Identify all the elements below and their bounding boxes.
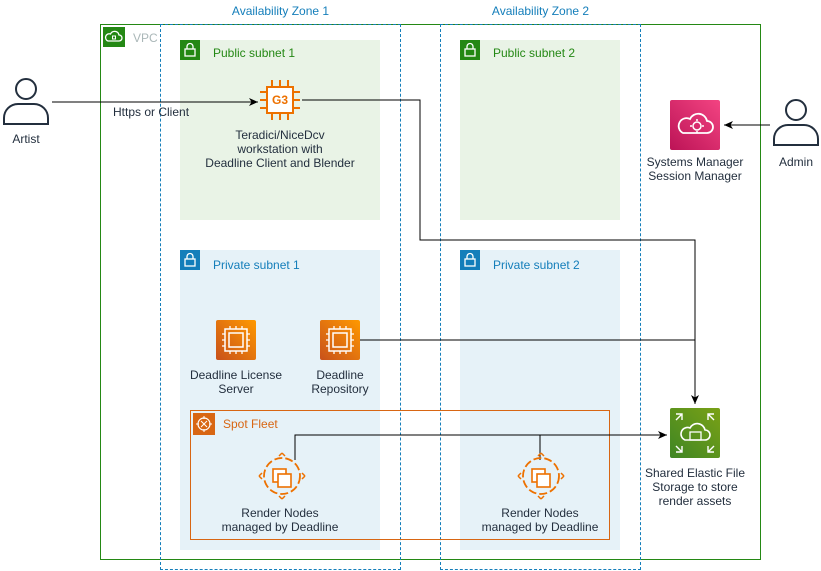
public-subnet-2: Public subnet 2 bbox=[460, 40, 620, 220]
public-subnet-1: Public subnet 1 bbox=[180, 40, 380, 220]
ssm-caption-line: Session Manager bbox=[648, 169, 742, 183]
ssm-caption-line: Systems Manager bbox=[646, 155, 744, 169]
availability-zone-1-label: Availability Zone 1 bbox=[231, 4, 330, 18]
artist-label: Artist bbox=[12, 132, 40, 146]
spot-fleet-label: Spot Fleet bbox=[223, 417, 278, 431]
g3-badge-text: G3 bbox=[271, 93, 288, 107]
ec2-g3-instance-icon bbox=[260, 80, 300, 120]
efs-icon bbox=[670, 408, 720, 458]
workstation-caption-line: Deadline Client and Blender bbox=[205, 156, 355, 170]
public-subnet-1-label: Public subnet 1 bbox=[213, 46, 296, 60]
repository-caption: Deadline Repository bbox=[290, 368, 390, 396]
spot-fleet-icon bbox=[193, 413, 215, 435]
render-nodes-2-caption: Render Nodes managed by Deadline bbox=[465, 506, 615, 534]
availability-zone-2: Availability Zone 2 bbox=[440, 4, 641, 570]
efs-caption-line: Storage to store bbox=[652, 480, 738, 494]
vpc-container: VPC bbox=[100, 24, 761, 560]
private-subnet-1: Private subnet 1 bbox=[180, 250, 380, 550]
render-nodes-1-caption-line: managed by Deadline bbox=[221, 520, 339, 534]
artist-connection-label: Https or Client bbox=[113, 105, 190, 119]
spot-fleet-group: Spot Fleet bbox=[190, 410, 610, 540]
workstation-caption-line: workstation with bbox=[237, 142, 323, 156]
license-server-caption-line: Deadline License bbox=[189, 368, 283, 382]
ec2-repository-icon bbox=[320, 320, 360, 360]
workstation-caption: Teradici/NiceDcv workstation with Deadli… bbox=[190, 128, 370, 170]
auto-scaling-render-nodes-icon bbox=[517, 452, 565, 500]
license-server-caption-line: Server bbox=[218, 382, 254, 396]
admin-user-icon bbox=[773, 99, 819, 146]
lock-icon bbox=[180, 40, 200, 60]
auto-scaling-render-nodes-icon bbox=[258, 452, 306, 500]
workstation-caption-line: Teradici/NiceDcv bbox=[235, 128, 325, 142]
systems-manager-icon bbox=[670, 100, 720, 150]
efs-storage-icon bbox=[675, 413, 715, 453]
private-subnet-1-label: Private subnet 1 bbox=[213, 258, 300, 272]
render-nodes-1-caption-line: Render Nodes bbox=[241, 506, 319, 520]
systems-manager-caption: Systems Manager Session Manager bbox=[630, 155, 760, 183]
license-server-caption: Deadline License Server bbox=[176, 368, 296, 396]
vpc-label: VPC bbox=[133, 31, 158, 45]
render-nodes-1-caption: Render Nodes managed by Deadline bbox=[205, 506, 355, 534]
efs-caption: Shared Elastic File Storage to store ren… bbox=[630, 466, 760, 508]
render-nodes-2-caption-line: Render Nodes bbox=[501, 506, 579, 520]
render-nodes-2-caption-line: managed by Deadline bbox=[481, 520, 599, 534]
admin-label: Admin bbox=[778, 155, 813, 169]
repository-to-efs-line bbox=[360, 339, 696, 404]
efs-caption-line: render assets bbox=[658, 494, 732, 508]
lock-icon bbox=[460, 250, 480, 270]
artist-user-icon bbox=[3, 78, 49, 125]
cloud-gear-icon bbox=[677, 112, 714, 134]
render-nodes-1-to-efs-arrow bbox=[294, 431, 667, 460]
private-subnet-2-label: Private subnet 2 bbox=[493, 258, 580, 272]
lock-icon bbox=[180, 250, 200, 270]
ec2-icon bbox=[222, 326, 250, 354]
ec2-license-server-icon bbox=[216, 320, 256, 360]
repository-caption-line: Deadline bbox=[316, 368, 364, 382]
private-subnet-2: Private subnet 2 bbox=[460, 250, 620, 550]
ec2-icon bbox=[326, 326, 354, 354]
availability-zone-2-label: Availability Zone 2 bbox=[491, 4, 590, 18]
workstation-to-efs-arrow bbox=[302, 99, 699, 404]
public-subnet-2-label: Public subnet 2 bbox=[493, 46, 576, 60]
lock-icon bbox=[460, 40, 480, 60]
vpc-cloud-icon bbox=[103, 27, 125, 47]
efs-caption-line: Shared Elastic File bbox=[644, 466, 746, 480]
repository-caption-line: Repository bbox=[311, 382, 369, 396]
availability-zone-1: Availability Zone 1 bbox=[160, 4, 401, 570]
